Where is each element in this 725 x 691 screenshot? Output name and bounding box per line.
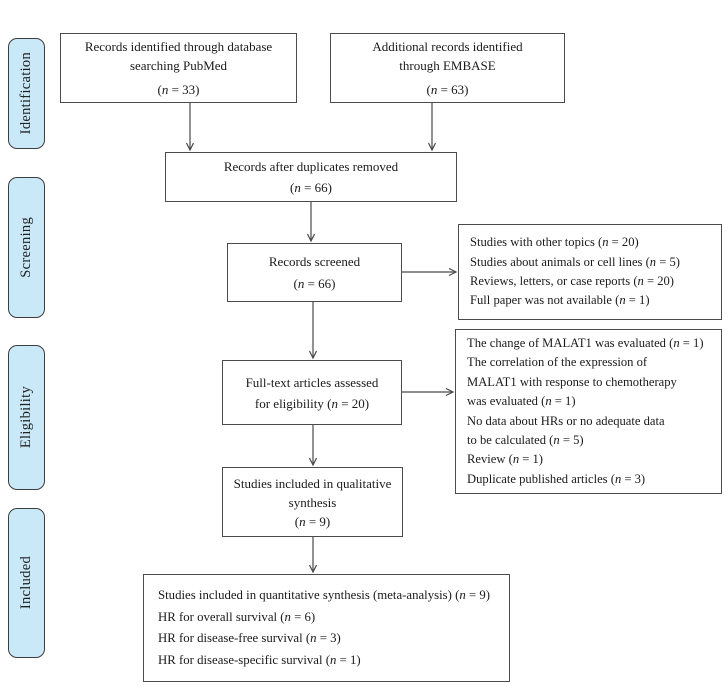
box-line: Studies with other topics (n = 20) — [470, 235, 639, 250]
stage-included-label: Included — [18, 556, 34, 610]
box-line: MALAT1 with response to chemotherapy — [467, 374, 677, 389]
box-line: The change of MALAT1 was evaluated (n = … — [467, 335, 704, 350]
stage-screening-label: Screening — [18, 217, 34, 278]
box-line: Full paper was not available (n = 1) — [470, 293, 650, 308]
box-line: HR for disease-specific survival (n = 1) — [158, 652, 361, 667]
stage-eligibility-label: Eligibility — [18, 386, 34, 449]
stage-identification-label: Identification — [18, 52, 34, 135]
box-count: (n = 9) — [294, 513, 331, 529]
box-line: Records screened — [268, 254, 361, 269]
box-line: HR for overall survival (n = 6) — [158, 609, 316, 624]
box-records-pubmed: Records identified through database sear… — [60, 33, 297, 103]
stage-eligibility: Eligibility — [8, 345, 45, 490]
box-count: (n = 66) — [289, 180, 332, 195]
box-count: (n = 63) — [426, 82, 469, 97]
stage-screening: Screening — [8, 177, 45, 318]
box-eligibility-excluded: The change of MALAT1 was evaluated (n = … — [455, 329, 722, 494]
box-count: (n = 33) — [157, 82, 200, 97]
box-line: The correlation of the expression of — [467, 355, 648, 370]
box-line: Studies included in quantitative synthes… — [158, 588, 491, 602]
box-line: Studies included in qualitative — [233, 475, 392, 491]
box-line: Full-text articles assessed — [245, 374, 379, 390]
box-duplicates-removed: Records after duplicates removed (n = 66… — [165, 152, 457, 202]
box-line: to be calculated (n = 5) — [467, 432, 584, 447]
box-screening-excluded: Studies with other topics (n = 20) Studi… — [458, 224, 722, 320]
box-qualitative-synthesis: Studies included in qualitative synthesi… — [222, 467, 403, 537]
box-line: Records after duplicates removed — [223, 159, 399, 174]
box-line: was evaluated (n = 1) — [467, 394, 576, 409]
box-line: Duplicate published articles (n = 3) — [467, 471, 646, 486]
box-quantitative-synthesis: Studies included in quantitative synthes… — [143, 574, 510, 682]
box-line: No data about HRs or no adequate data — [467, 413, 665, 428]
box-line: Additional records identified — [372, 39, 523, 54]
stage-included: Included — [8, 508, 45, 658]
box-fulltext-assessed: Full-text articles assessed for eligibil… — [222, 360, 402, 425]
box-line: Records identified through database — [84, 39, 273, 54]
box-count: (n = 66) — [293, 276, 336, 291]
box-line: through EMBASE — [399, 58, 496, 73]
stage-identification: Identification — [8, 38, 45, 149]
box-line: HR for disease-free survival (n = 3) — [158, 631, 341, 645]
box-line: for eligibility (n = 20) — [254, 395, 370, 411]
box-line: Studies about animals or cell lines (n =… — [470, 254, 680, 269]
box-line: searching PubMed — [129, 58, 228, 73]
box-line: synthesis — [288, 494, 337, 510]
box-records-embase: Additional records identified through EM… — [330, 33, 565, 103]
box-line: Reviews, letters, or case reports (n = 2… — [470, 274, 674, 288]
box-records-screened: Records screened (n = 66) — [227, 243, 402, 302]
box-line: Review (n = 1) — [467, 452, 543, 467]
